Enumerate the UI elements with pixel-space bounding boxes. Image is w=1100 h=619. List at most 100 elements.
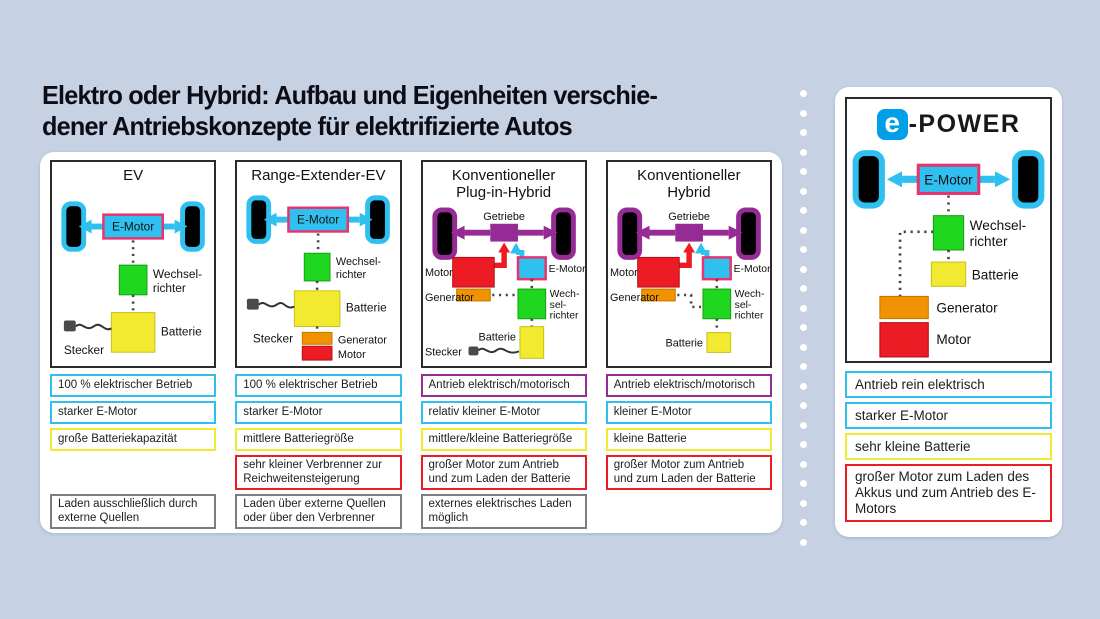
- diagram-heading: Konventioneller Hybrid: [608, 162, 770, 202]
- rex-diagram: E-Motor Wechsel- richter Batterie Stecke…: [246, 195, 391, 361]
- wheel-right: [1012, 150, 1045, 209]
- inverter-label-2: richter: [970, 234, 1008, 249]
- feature-text: relativ kleiner E-Motor: [428, 405, 541, 418]
- inverter-label-2: sel-: [734, 299, 751, 310]
- feature-text: 100 % elektrischer Betrieb: [243, 378, 378, 391]
- inverter-label-1: Wechsel-: [153, 267, 202, 281]
- feature-text: starker E-Motor: [243, 405, 323, 418]
- heading-text: Konventioneller: [451, 167, 556, 184]
- page-title-line1: Elektro oder Hybrid: Aufbau und Eigenhei…: [42, 80, 658, 110]
- plug-icon: [468, 345, 478, 355]
- feature-text: Laden ausschließlich durch externe Quell…: [58, 498, 198, 524]
- epower-diagram: E-Motor Wechsel- richter Batterie Genera…: [852, 150, 1045, 358]
- drivetrain-concepts-panel: EV E-Motor Wechsel- richt: [40, 152, 782, 533]
- rex-diagram-box: Range-Extender-EV E-Motor Wechsel-: [235, 160, 402, 368]
- plug-icon: [247, 299, 260, 310]
- generator-label: Generator: [936, 301, 998, 316]
- heading-text: Range-Extender-EV: [251, 167, 386, 184]
- diagram-heading: EV: [52, 162, 214, 184]
- epower-logo-text: -POWER: [908, 110, 1021, 138]
- feature-text: mittlere/kleine Batteriegröße: [428, 432, 573, 445]
- dotted-link: [898, 230, 934, 297]
- feature-box: große Batteriekapazität: [50, 428, 217, 451]
- motor-label: Motor: [424, 267, 452, 279]
- plug-icon: [63, 320, 76, 332]
- epower-panel: e -POWER E-Motor Wechsel- richter Batter…: [835, 87, 1062, 537]
- feature-text: starker E-Motor: [855, 407, 949, 423]
- inverter-label-1: Wech-: [734, 288, 764, 299]
- axle-arrowhead-right: [174, 219, 188, 234]
- feature-box: großer Motor zum Antrieb und zum Laden d…: [420, 455, 587, 491]
- axle-arrowhead-right: [359, 212, 373, 227]
- e-motor-arrowhead: [694, 242, 707, 253]
- wheel-left: [431, 206, 457, 260]
- phev-diagram: Getriebe Motor Generator: [424, 206, 585, 359]
- inverter-label-2: sel-: [549, 299, 566, 310]
- feature-box: Laden ausschließlich durch externe Quell…: [50, 494, 217, 530]
- axle-arrowhead-left: [78, 219, 92, 234]
- feature-box: Antrieb elektrisch/motorisch: [605, 374, 772, 397]
- heading-text: EV: [123, 167, 144, 184]
- feature-text: externes elektrisches Laden möglich: [428, 498, 572, 524]
- feature-text: Laden über externe Quellen oder über den…: [243, 498, 386, 524]
- battery-box: [706, 331, 731, 353]
- generator-label: Generator: [338, 335, 387, 347]
- plug-label: Stecker: [424, 346, 461, 358]
- battery-label: Batterie: [665, 337, 702, 349]
- e-motor-box: [287, 206, 350, 233]
- axle-arrowhead-right: [543, 225, 558, 240]
- battery-label: Batterie: [161, 325, 202, 339]
- e-motor-label: E-Motor: [733, 264, 770, 275]
- feature-box: mittlere/kleine Batteriegröße: [420, 428, 587, 451]
- feature-text: großer Motor zum Antrieb und zum Laden d…: [428, 459, 571, 485]
- e-motor-label: E-Motor: [924, 172, 973, 187]
- plug-label: Stecker: [64, 343, 104, 357]
- axle-arrowhead-right: [728, 225, 743, 240]
- diagram-heading: Range-Extender-EV: [237, 162, 399, 184]
- axle-arrowhead-right: [994, 171, 1011, 188]
- inverter-box: [702, 288, 731, 319]
- e-motor-box: [916, 163, 981, 195]
- charging-cable: [75, 324, 112, 331]
- battery-label: Batterie: [972, 267, 1019, 282]
- inverter-label-3: richter: [734, 310, 763, 321]
- heading-text: Hybrid: [667, 184, 711, 202]
- concept-column-ev: EV E-Motor Wechsel- richt: [50, 160, 217, 533]
- feature-box: starker E-Motor: [50, 401, 217, 424]
- feature-box: Antrieb elektrisch/motorisch: [420, 374, 587, 397]
- inverter-label-1: Wechsel-: [336, 256, 382, 268]
- feature-text: kleiner E-Motor: [613, 405, 692, 418]
- motor-box: [636, 256, 680, 288]
- feature-box: großer Motor zum Laden des Akkus und zum…: [845, 464, 1052, 522]
- concept-column-hybrid: Konventioneller Hybrid Getriebe: [605, 160, 772, 533]
- battery-box: [110, 312, 156, 353]
- e-motor-label: E-Motor: [112, 220, 154, 234]
- inverter-label-1: Wechsel-: [970, 218, 1026, 233]
- charging-cable: [258, 302, 295, 309]
- wheel-right: [550, 206, 576, 260]
- feature-box: Antrieb rein elektrisch: [845, 371, 1052, 398]
- hev-diagram: Getriebe Motor Generator: [610, 206, 770, 353]
- motor-arrowhead: [682, 242, 695, 252]
- feature-text: großer Motor zum Laden des Akkus und zum…: [855, 469, 1036, 516]
- axle-arrowhead-left: [263, 212, 277, 227]
- battery-label: Batterie: [346, 301, 387, 315]
- feature-box: Laden über externe Quellen oder über den…: [235, 494, 402, 530]
- heading-text: Plug-in-Hybrid: [456, 184, 552, 202]
- motor-arrowhead: [497, 242, 510, 252]
- feature-text: großer Motor zum Antrieb und zum Laden d…: [613, 459, 756, 485]
- e-motor-box: [516, 255, 547, 280]
- feature-text: große Batteriekapazität: [58, 432, 177, 445]
- inverter-label-2: richter: [336, 269, 367, 281]
- concept-column-range-extender-ev: Range-Extender-EV E-Motor Wechsel-: [235, 160, 402, 533]
- dotted-link: [677, 293, 701, 308]
- feature-text: kleine Batterie: [613, 432, 687, 445]
- feature-text: sehr kleiner Verbrenner zur Reichweitens…: [243, 459, 382, 485]
- page-title: Elektro oder Hybrid: Aufbau und Eigenhei…: [42, 80, 658, 141]
- page-title-line2: dener Antriebskonzepte für elektrifizier…: [42, 110, 573, 141]
- feature-box: 100 % elektrischer Betrieb: [50, 374, 217, 397]
- feature-box: kleine Batterie: [605, 428, 772, 451]
- feature-box: starker E-Motor: [845, 402, 1052, 429]
- feature-text: 100 % elektrischer Betrieb: [58, 378, 193, 391]
- feature-box: sehr kleiner Verbrenner zur Reichweitens…: [235, 455, 402, 491]
